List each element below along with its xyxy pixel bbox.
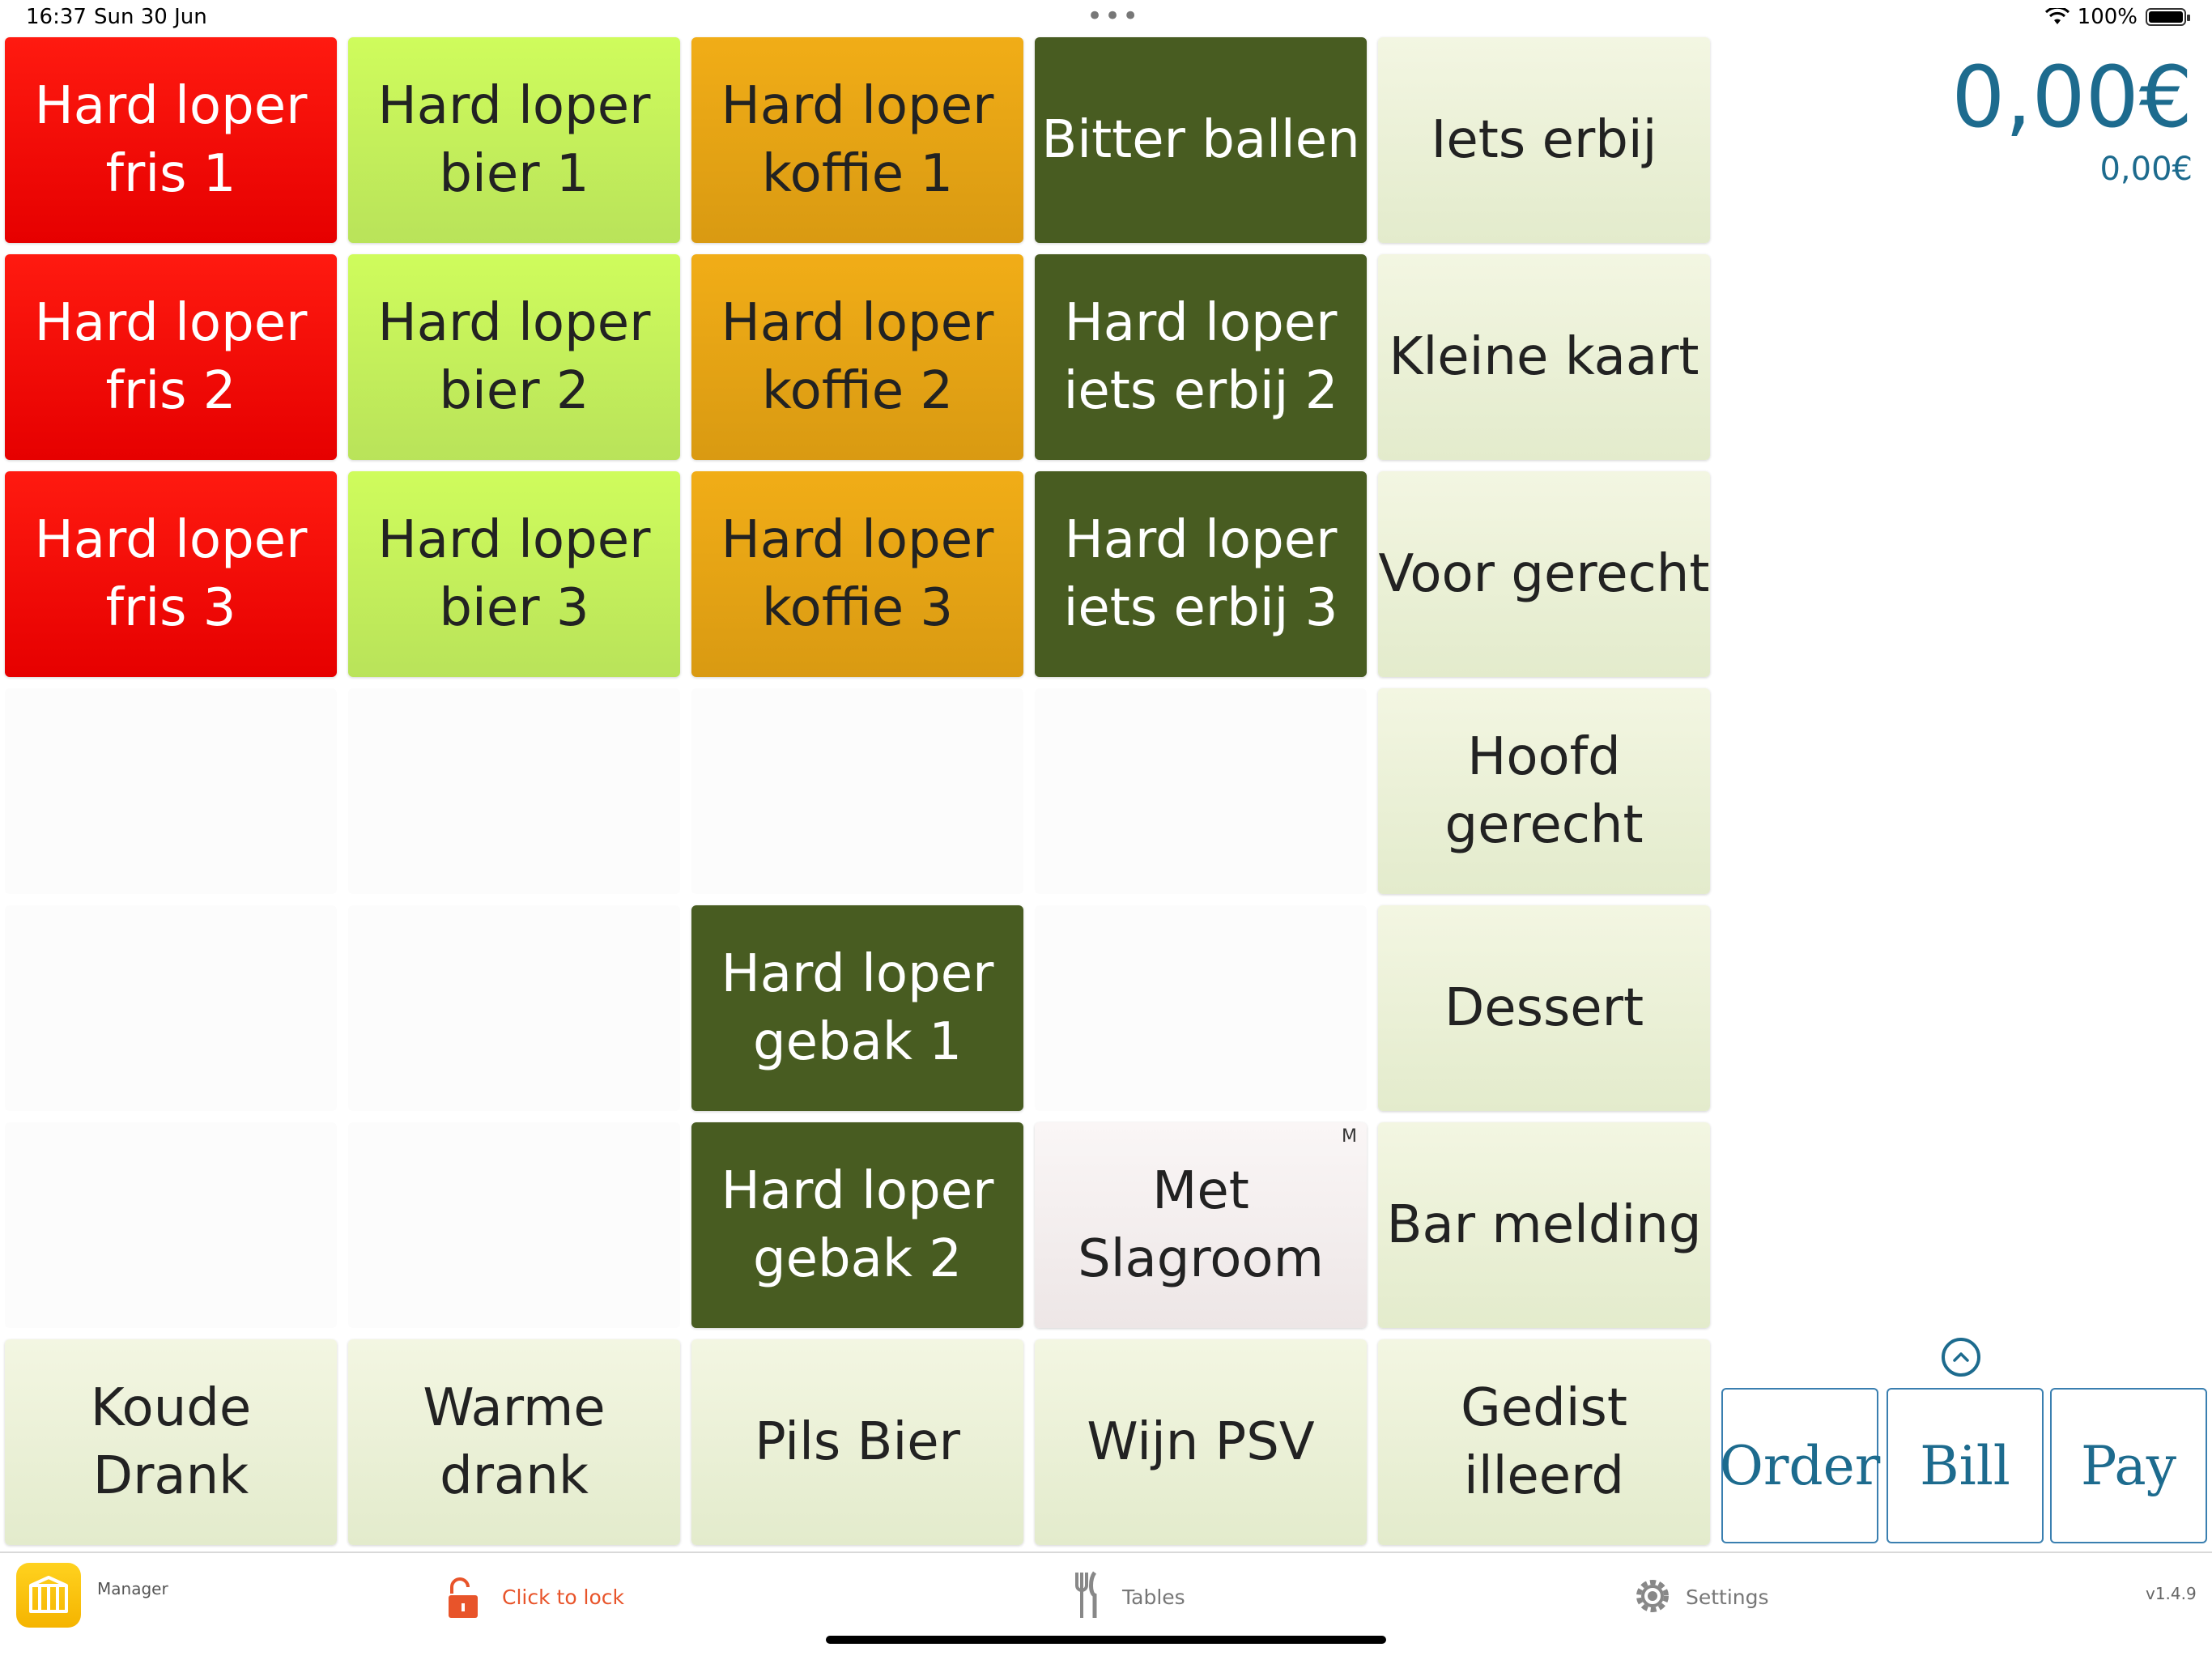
product-tile-voor-gerecht[interactable]: Voor gerecht	[1378, 471, 1710, 677]
bill-button[interactable]: Bill	[1887, 1388, 2044, 1543]
product-tile-label: Wijn PSV	[1087, 1412, 1315, 1472]
product-tile-empty-21	[348, 905, 680, 1111]
product-tile-warme-drank[interactable]: Warme drank	[348, 1339, 680, 1545]
home-indicator[interactable]	[826, 1636, 1386, 1644]
product-tile-label: Hard loper gebak 2	[721, 1161, 994, 1289]
product-tile-label: Voor gerecht	[1378, 544, 1710, 604]
tab-lock-label[interactable]: Click to lock	[502, 1586, 625, 1609]
product-tile-label: Gedist illeerd	[1461, 1378, 1627, 1506]
product-tile-iets-erbij[interactable]: Iets erbij	[1378, 37, 1710, 243]
product-tile-hard-loper-koffie-3[interactable]: Hard loper koffie 3	[691, 471, 1023, 677]
product-tile-dessert[interactable]: Dessert	[1378, 905, 1710, 1111]
product-tile-wijn-psv[interactable]: Wijn PSV	[1035, 1339, 1367, 1545]
product-tile-koude-drank[interactable]: Koude Drank	[5, 1339, 337, 1545]
tab-settings-label[interactable]: Settings	[1686, 1586, 1769, 1609]
product-tile-label: Iets erbij	[1431, 110, 1657, 170]
product-tile-kleine-kaart[interactable]: Kleine kaart	[1378, 254, 1710, 460]
expand-up-icon[interactable]	[1942, 1338, 1980, 1377]
product-tile-hard-loper-gebak-2[interactable]: Hard loper gebak 2	[691, 1122, 1023, 1328]
product-tile-label: Kleine kaart	[1389, 327, 1699, 387]
version-label: v1.4.9	[2146, 1584, 2197, 1603]
product-tile-label: Hard loper koffie 3	[721, 510, 994, 638]
product-tile-hoofd-gerecht[interactable]: Hoofd gerecht	[1378, 688, 1710, 894]
unlock-icon[interactable]	[445, 1577, 487, 1621]
status-date: Sun 30 Jun	[94, 5, 207, 29]
product-tile-empty-23	[1035, 905, 1367, 1111]
status-time: 16:37	[26, 5, 87, 29]
product-tile-label: Hard loper koffie 2	[721, 293, 994, 421]
product-tile-label: Hard loper iets erbij 2	[1063, 293, 1338, 421]
product-tile-hard-loper-fris-1[interactable]: Hard loper fris 1	[5, 37, 337, 243]
product-tile-label: Hard loper iets erbij 3	[1063, 510, 1338, 638]
product-tile-label: Bitter ballen	[1041, 110, 1360, 170]
product-tile-label: Hard loper fris 3	[34, 510, 308, 638]
product-tile-pils-bier[interactable]: Pils Bier	[691, 1339, 1023, 1545]
product-tile-label: Pils Bier	[755, 1412, 960, 1472]
wifi-icon	[2044, 8, 2069, 24]
product-tile-label: Hoofd gerecht	[1444, 727, 1644, 855]
product-tile-empty-26	[348, 1122, 680, 1328]
battery-percent: 100%	[2077, 5, 2138, 29]
product-tile-label: Hard loper fris 1	[34, 76, 308, 204]
product-tile-hard-loper-bier-3[interactable]: Hard loper bier 3	[348, 471, 680, 677]
tab-bar: Manager Click to lock Tables Settings v1…	[0, 1551, 2212, 1660]
battery-icon	[2146, 8, 2190, 26]
settings-gear-icon[interactable]	[1631, 1574, 1674, 1618]
multitasking-dots-icon[interactable]: •••	[1087, 0, 1141, 32]
pay-button[interactable]: Pay	[2050, 1388, 2207, 1543]
product-tile-label: Hard loper koffie 1	[721, 76, 994, 204]
product-tile-empty-17	[691, 688, 1023, 894]
product-tile-hard-loper-bier-2[interactable]: Hard loper bier 2	[348, 254, 680, 460]
product-tile-empty-16	[348, 688, 680, 894]
product-tile-hard-loper-koffie-1[interactable]: Hard loper koffie 1	[691, 37, 1023, 243]
modifier-badge: M	[1342, 1126, 1357, 1147]
order-button[interactable]: Order	[1720, 1388, 1880, 1543]
product-tile-hard-loper-koffie-2[interactable]: Hard loper koffie 2	[691, 254, 1023, 460]
fork-knife-icon[interactable]	[1074, 1571, 1101, 1620]
order-total: 0,00€	[1951, 48, 2193, 147]
product-tile-label: Hard loper fris 2	[34, 293, 308, 421]
product-tile-hard-loper-gebak-1[interactable]: Hard loper gebak 1	[691, 905, 1023, 1111]
product-tile-hard-loper-iets-erbij-2[interactable]: Hard loper iets erbij 2	[1035, 254, 1367, 460]
product-tile-hard-loper-bier-1[interactable]: Hard loper bier 1	[348, 37, 680, 243]
tab-tables-label[interactable]: Tables	[1122, 1586, 1185, 1609]
product-tile-label: Warme drank	[423, 1378, 606, 1506]
product-tile-met-slagroom[interactable]: Met Slagroom M	[1035, 1122, 1367, 1328]
tab-manager-label[interactable]: Manager	[97, 1579, 168, 1598]
product-tile-bar-melding[interactable]: Bar melding	[1378, 1122, 1710, 1328]
order-subtotal: 0,00€	[2099, 151, 2193, 188]
product-tile-gedist-illeerd[interactable]: Gedist illeerd	[1378, 1339, 1710, 1545]
product-tile-hard-loper-fris-3[interactable]: Hard loper fris 3	[5, 471, 337, 677]
product-tile-bitter-ballen[interactable]: Bitter ballen	[1035, 37, 1367, 243]
manager-app-icon[interactable]	[16, 1563, 81, 1628]
status-bar: 16:37 Sun 30 Jun ••• 100%	[0, 0, 2212, 36]
product-tile-label: Hard loper gebak 1	[721, 944, 994, 1072]
product-tile-label: Met Slagroom	[1078, 1161, 1324, 1289]
product-tile-empty-15	[5, 688, 337, 894]
product-tile-hard-loper-fris-2[interactable]: Hard loper fris 2	[5, 254, 337, 460]
product-tile-label: Bar melding	[1386, 1195, 1702, 1255]
product-tile-empty-18	[1035, 688, 1367, 894]
product-tile-empty-25	[5, 1122, 337, 1328]
status-right: 100%	[2044, 5, 2190, 29]
product-tile-label: Koude Drank	[90, 1378, 252, 1506]
product-tile-label: Dessert	[1444, 978, 1644, 1038]
product-tile-hard-loper-iets-erbij-3[interactable]: Hard loper iets erbij 3	[1035, 471, 1367, 677]
product-tile-label: Hard loper bier 3	[377, 510, 651, 638]
product-tile-label: Hard loper bier 1	[377, 76, 651, 204]
product-tile-empty-20	[5, 905, 337, 1111]
product-tile-label: Hard loper bier 2	[377, 293, 651, 421]
